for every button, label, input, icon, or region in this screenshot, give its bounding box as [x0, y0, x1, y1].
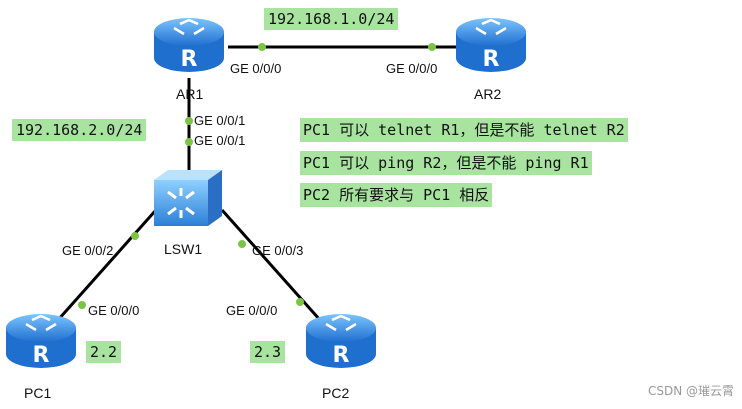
requirement-note: PC1 可以 ping R2，但是不能 ping R1: [300, 151, 592, 175]
port-dot-ar1-down: [185, 117, 193, 125]
port-label-lsw1-up: GE 0/0/1: [194, 133, 246, 148]
address-label-pc1: 2.2: [86, 341, 122, 363]
device-label-lsw1: LSW1: [164, 241, 203, 257]
device-label-pc2: PC2: [322, 385, 350, 401]
device-label-pc1: PC1: [24, 385, 52, 401]
router-icon[interactable]: R: [454, 14, 528, 76]
requirement-note: PC2 所有要求与 PC1 相反: [300, 183, 493, 207]
port-dot-lsw1-up: [185, 138, 193, 146]
port-dot-ar2-left: [428, 43, 436, 51]
watermark: CSDN @璀云霄: [647, 384, 734, 398]
router-icon[interactable]: R: [152, 14, 226, 76]
device-label-ar1: AR1: [176, 86, 204, 102]
router-icon[interactable]: R: [304, 310, 378, 372]
port-label-ar1-right: GE 0/0/0: [230, 61, 282, 76]
svg-text:R: R: [333, 343, 350, 368]
link-lsw1-pc1: [56, 209, 158, 321]
svg-text:R: R: [33, 343, 50, 368]
port-label-lsw1-left: GE 0/0/2: [62, 243, 114, 258]
network-label-left: 192.168.2.0/24: [12, 119, 147, 141]
port-label-lsw1-right: GE 0/0/3: [252, 243, 304, 258]
port-dot-lsw1-left: [131, 232, 139, 240]
requirement-note: PC1 可以 telnet R1，但是不能 telnet R2: [300, 118, 628, 142]
address-label-pc2: 2.3: [250, 341, 286, 363]
port-dot-ar1-right: [258, 43, 266, 51]
port-label-pc1-up: GE 0/0/0: [88, 303, 140, 318]
port-label-ar2-left: GE 0/0/0: [386, 61, 438, 76]
port-dot-pc2-up: [296, 298, 304, 306]
port-dot-lsw1-right: [238, 240, 246, 248]
svg-text:R: R: [483, 47, 500, 72]
port-label-ar1-down: GE 0/0/1: [194, 113, 246, 128]
router-icon[interactable]: R: [4, 310, 78, 372]
port-dot-pc1-up: [78, 301, 86, 309]
svg-text:R: R: [181, 47, 198, 72]
device-label-ar2: AR2: [474, 86, 502, 102]
switch-icon[interactable]: [150, 168, 226, 230]
port-label-pc2-up: GE 0/0/0: [226, 303, 278, 318]
network-label-top: 192.168.1.0/24: [264, 8, 399, 30]
